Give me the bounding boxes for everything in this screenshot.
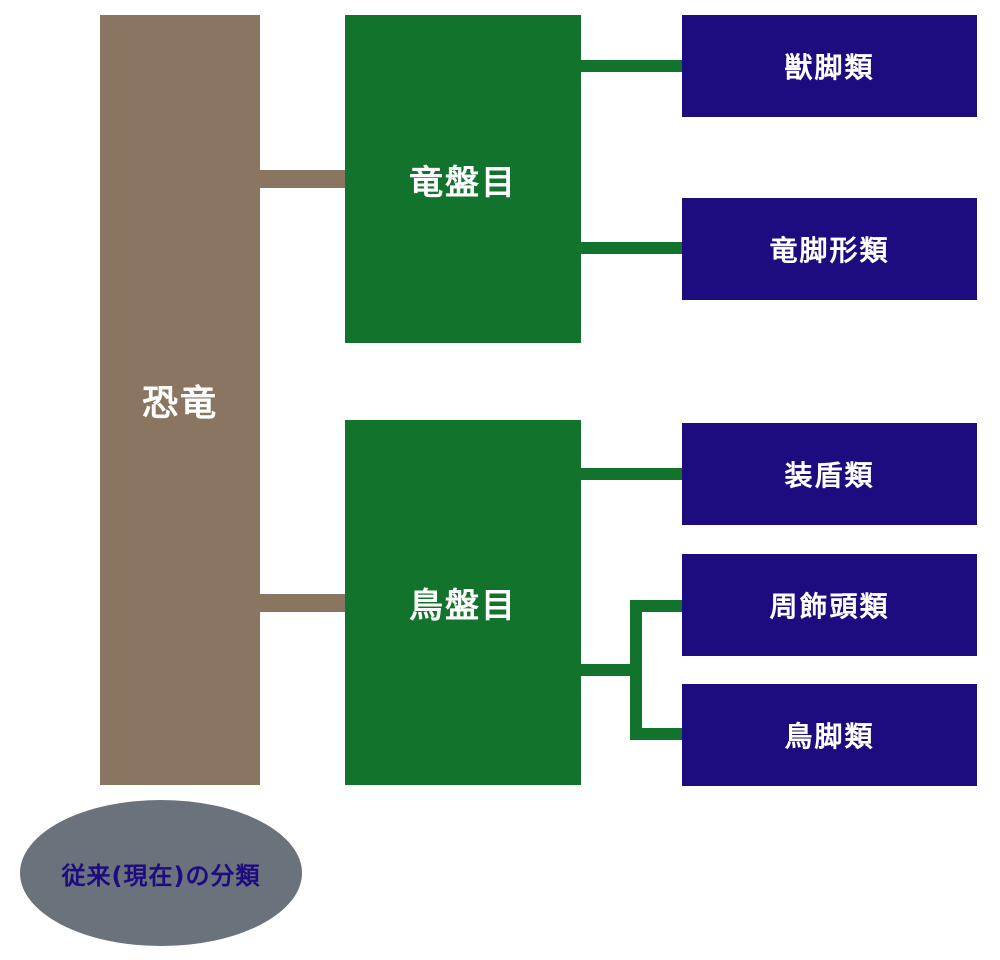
- node-group-label: 装盾類: [784, 459, 875, 492]
- node-order-ornithischia: 鳥盤目: [345, 420, 581, 785]
- connector-root-ornithischia: [260, 594, 345, 612]
- node-order-saurischia: 竜盤目: [345, 15, 581, 343]
- node-group-ornithopoda: 鳥脚類: [682, 684, 977, 786]
- connector-ornithischia-marginocephalia: [630, 600, 682, 612]
- connector-saurischia-sauropodomorpha: [581, 242, 682, 254]
- node-group-label: 竜脚形類: [769, 234, 890, 267]
- connector-ornithischia-thyreophora: [581, 468, 682, 480]
- node-group-sauropodomorpha: 竜脚形類: [682, 198, 977, 300]
- connector-ornithischia-ornithopoda: [630, 728, 682, 740]
- node-group-label: 鳥脚類: [784, 720, 875, 753]
- node-group-label: 獣脚類: [784, 51, 875, 84]
- node-group-marginocephalia: 周飾頭類: [682, 554, 977, 656]
- node-group-theropoda: 獣脚類: [682, 15, 977, 117]
- node-order-label: 竜盤目: [409, 162, 517, 203]
- node-root-label: 恐竜: [141, 383, 218, 424]
- connector-root-saurischia: [260, 170, 345, 188]
- caption-label: 従来(現在)の分類: [61, 861, 261, 890]
- caption-ellipse: 従来(現在)の分類: [20, 800, 302, 946]
- node-order-label: 鳥盤目: [409, 586, 517, 626]
- node-root-dinosauria: 恐竜: [100, 15, 260, 785]
- connector-ornithischia-branch: [581, 664, 636, 676]
- connector-saurischia-theropoda: [581, 60, 682, 72]
- node-group-label: 周飾頭類: [769, 590, 890, 623]
- node-group-thyreophora: 装盾類: [682, 423, 977, 525]
- connector-ornithischia-vertical: [630, 600, 642, 740]
